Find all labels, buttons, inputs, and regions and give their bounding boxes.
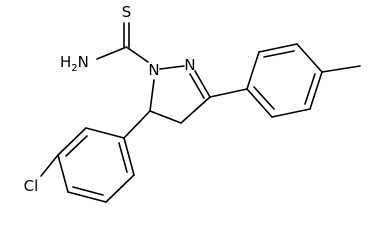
- bond-clph-5: [105, 174, 135, 203]
- bond-n1-n2: [159, 65, 185, 70]
- tolyl-ring: [209, 43, 361, 118]
- bond-clph-2: [57, 127, 87, 156]
- bond-c5-aryl: [123, 110, 151, 139]
- bond-clph-inner-3: [118, 142, 128, 173]
- amine-label: H2N: [60, 53, 89, 74]
- bond-tolyl-inner-1: [253, 86, 275, 110]
- bond-c3-aryl: [209, 88, 248, 98]
- amine-label-subscript: 2: [71, 63, 77, 74]
- bond-tolyl-4: [296, 43, 323, 73]
- bond-tolyl-inner-3: [263, 50, 295, 58]
- amine-label-n: N: [78, 53, 89, 71]
- bond-clph-4: [67, 191, 107, 203]
- bond-c4-c5: [149, 110, 182, 124]
- sulfur-label: S: [122, 3, 132, 21]
- chemical-structure-diagram: S H2N N N Cl: [24, 3, 361, 203]
- thioamide-group: [96, 22, 149, 63]
- bond-clph-inner-2: [72, 186, 104, 196]
- bond-c-n1: [125, 46, 149, 63]
- bond-clph-inner-1: [65, 135, 88, 157]
- bond-clph-3: [57, 154, 69, 193]
- bond-clph-6: [123, 137, 135, 176]
- atom-labels: S H2N N N Cl: [24, 3, 196, 195]
- bond-methyl: [321, 65, 361, 73]
- bond-c-nh2: [96, 46, 128, 60]
- bond-tolyl-inner-2: [304, 73, 316, 105]
- bond-c3-c4: [180, 96, 211, 124]
- bond-tolyl-5: [258, 43, 298, 53]
- bond-tolyl-6: [246, 51, 260, 90]
- bond-n2-c3-a: [194, 70, 211, 98]
- bond-tolyl-2: [271, 108, 311, 118]
- nitrogen-2-label: N: [184, 56, 195, 74]
- amine-label-h: H: [60, 53, 71, 71]
- bond-clph-1: [85, 127, 125, 139]
- bond-tolyl-3: [309, 71, 323, 110]
- bond-n2-c3-b: [189, 73, 205, 99]
- pyrazoline-ring: [149, 65, 211, 124]
- chlorine-label: Cl: [24, 177, 39, 195]
- nitrogen-1-label: N: [148, 61, 159, 79]
- bond-c-cl: [40, 154, 59, 177]
- chlorophenyl-ring: [40, 110, 151, 203]
- bond-tolyl-1: [246, 88, 273, 118]
- bond-c5-n1: [149, 79, 155, 112]
